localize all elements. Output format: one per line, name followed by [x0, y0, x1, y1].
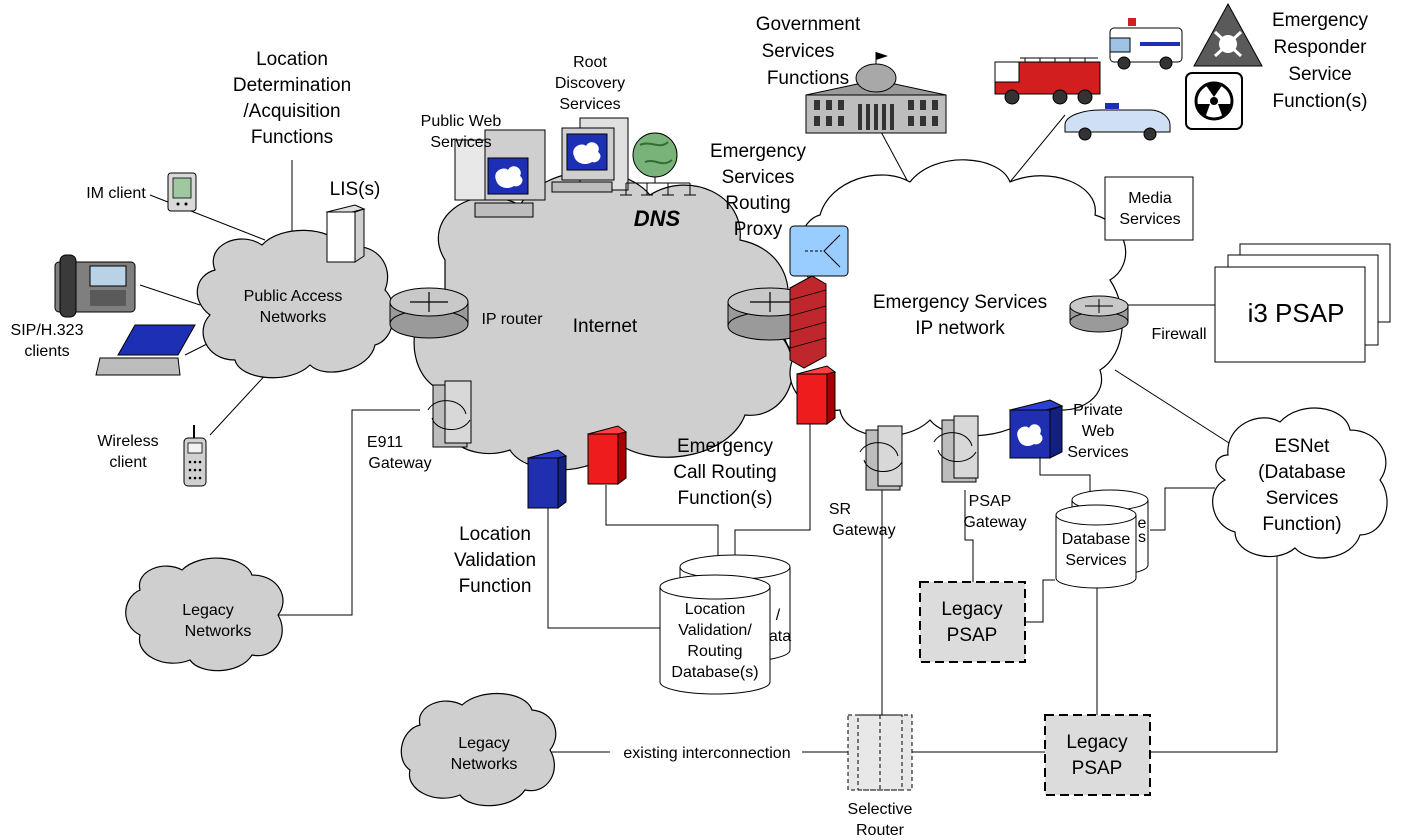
psap-gateway-icon [933, 415, 979, 483]
legacy-networks-cloud-bottom [400, 693, 557, 807]
sr-gateway-icon [859, 425, 903, 491]
lvf-server-icon [526, 449, 568, 509]
radiation-icon [1185, 72, 1243, 130]
government-building-icon [805, 52, 947, 134]
lv-back-fragment-label: /ata [769, 607, 791, 645]
esrp-icon [789, 225, 849, 277]
media-services-box [1104, 176, 1194, 241]
esnet-cloud [1212, 407, 1388, 559]
firewall-icon-center [789, 275, 827, 369]
existing-interconnection-label: existing interconnection [623, 745, 790, 762]
laptop-icon [95, 324, 196, 376]
root-discovery-workstation-icon [551, 117, 629, 193]
im-client-label: IM client [86, 185, 146, 202]
i3-psap-label: i3 PSAP [1248, 298, 1345, 328]
public-access-cloud [196, 229, 395, 379]
fire-truck-icon [994, 57, 1101, 105]
hazmat-warning-icon [1193, 2, 1263, 67]
private-web-server-icon [1008, 399, 1064, 459]
db-services-front [1055, 504, 1137, 589]
firewall-label: Firewall [1151, 326, 1206, 343]
public-web-workstation-icon [454, 129, 546, 218]
selective-router-icon [847, 714, 913, 791]
lis-server-icon [325, 204, 366, 263]
router-icon-left [389, 287, 469, 339]
i3-psap-stack [1214, 243, 1391, 363]
legacy-networks-cloud-top [125, 557, 284, 672]
legacy-psap-box-bottom [1044, 714, 1151, 796]
ambulance-icon [1109, 18, 1183, 70]
police-car-icon [1064, 103, 1171, 141]
ecrf-server-icon-left [586, 425, 628, 485]
pda-icon [167, 172, 197, 212]
ip-router-label: IP router [481, 311, 543, 328]
ecrf-server-icon-right [795, 365, 837, 425]
lv-routing-db-front [659, 574, 771, 695]
lis-label: LIS(s) [330, 179, 381, 200]
dns-tree-icon [620, 177, 696, 196]
ip-phone-icon [54, 254, 136, 318]
legacy-psap-box-top [919, 581, 1026, 663]
cell-phone-icon [183, 425, 207, 487]
globe-icon [632, 132, 678, 178]
router-icon-right [1069, 295, 1129, 333]
dns-label: DNS [634, 206, 681, 231]
internet-label: Internet [573, 316, 638, 337]
e911-gateway-icon [427, 380, 472, 448]
